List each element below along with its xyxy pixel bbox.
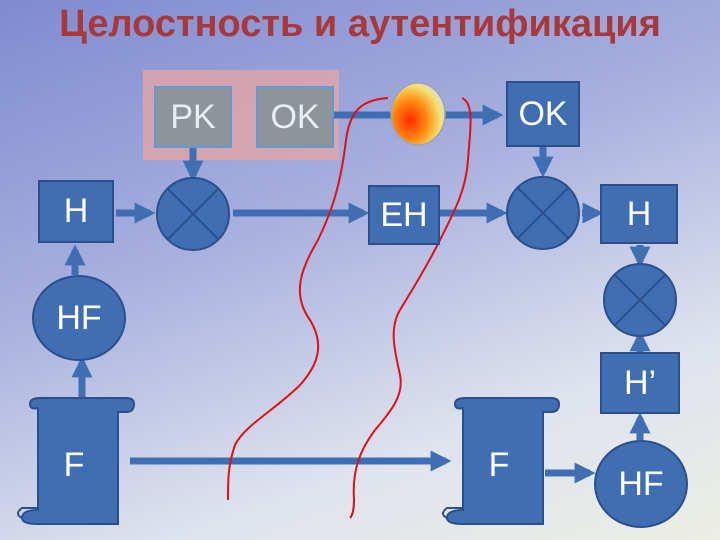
red-boundary-line-left (227, 97, 389, 501)
hash-prime-box: H’ (600, 352, 680, 414)
scroll-left (17, 397, 136, 525)
slide-title: Целостность и аутентификация (59, 3, 661, 45)
xor-circle-left (156, 177, 230, 251)
private-key-box: PK (154, 86, 232, 148)
xor-circle-right (603, 263, 677, 337)
open-key-box-left: OK (256, 86, 334, 148)
open-key-box-right: OK (506, 81, 580, 147)
scroll-right (442, 397, 561, 525)
red-boundary-line-right (349, 97, 472, 519)
hash-function-circle-left: HF (32, 275, 126, 361)
hash-box-left: H (38, 180, 114, 243)
encrypted-hash-box: EH (368, 185, 440, 245)
hash-function-circle-right: HF (594, 440, 688, 528)
fire-ball (390, 82, 446, 146)
xor-circle-middle (506, 176, 580, 250)
hash-box-right: H (600, 184, 678, 244)
